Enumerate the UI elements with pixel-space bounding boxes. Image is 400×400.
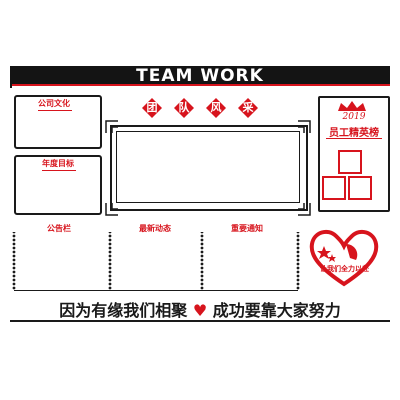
divider-dot [296,286,300,290]
divider-dot [296,258,300,262]
divider-dot [200,234,204,238]
divider-dot [296,274,300,278]
divider-dot [200,278,204,282]
divider-dot [108,262,112,266]
divider-dot [12,262,16,266]
divider-dot [296,270,300,274]
bulletin-label: 公告栏 [47,224,71,233]
divider-dot [296,232,300,234]
divider-dot [12,242,16,246]
divider-dot [12,238,16,242]
divider-dot [200,232,204,234]
employee-title-underline [326,138,382,139]
goal-label-text: 年度目标 [42,159,74,168]
divider-dot [296,282,300,286]
tag-dui: 队 [174,98,194,118]
divider-dot [200,266,204,270]
divider-dot [200,282,204,286]
divider-dot [296,242,300,246]
divider-dot [296,266,300,270]
divider-dot [296,246,300,250]
divider-dot [108,274,112,278]
divider-dot [108,286,112,290]
divider-dot [12,274,16,278]
divider-dot [296,262,300,266]
divider-dot [108,250,112,254]
divider-dot [200,270,204,274]
tag-row: 团 队 风 采 [142,96,272,120]
notice-label: 重要通知 [231,224,263,233]
divider-dot [200,258,204,262]
heart-icon: ♥ [192,301,208,320]
divider-dot [108,246,112,250]
divider-dot [108,258,112,262]
culture-box [14,95,102,149]
news-label: 最新动态 [139,224,171,233]
heart-badge-text: 让我们全力以赴 [320,265,369,273]
employee-year: 2019 [342,112,366,122]
divider-dot [12,270,16,274]
divider-dot [12,254,16,258]
divider-dot [12,232,16,234]
divider-dot [108,232,112,234]
divider-dot [200,274,204,278]
divider-dot [12,258,16,262]
divider-dot [296,234,300,238]
divider-dot [12,234,16,238]
divider-dot [296,250,300,254]
divider-dot [12,250,16,254]
slogan: 因为有缘我们相聚 ♥ 成功要靠大家努力 [10,297,390,321]
goal-label: 年度目标 [42,158,76,171]
divider-dot [200,242,204,246]
divider-dot [108,266,112,270]
center-frame-inner [116,131,300,203]
divider-dot [12,246,16,250]
divider-dot [200,262,204,266]
divider-dot [12,266,16,270]
divider-dot [200,250,204,254]
divider-dot [108,282,112,286]
divider-dot [108,242,112,246]
section-bottom-rule [14,290,298,291]
slogan-left: 因为有缘我们相聚 [59,301,188,320]
crown-icon [338,101,366,111]
employee-photo-1 [338,150,362,174]
divider-dot [200,254,204,258]
divider-dot [108,278,112,282]
divider-dot [108,238,112,242]
banner: TEAM WORK [10,66,390,86]
section-dividers [12,232,300,290]
employee-photo-2 [322,176,346,200]
divider-dot [12,282,16,286]
banner-red-line [10,84,390,86]
employee-title: 员工精英榜 [329,128,379,139]
tag-feng: 风 [206,98,226,118]
divider-dot [296,278,300,282]
divider-dot [296,254,300,258]
slogan-right: 成功要靠大家努力 [212,301,341,320]
tag-tuan: 团 [142,98,162,118]
divider-dot [108,254,112,258]
divider-dot [12,286,16,290]
divider-dot [200,286,204,290]
divider-dot [200,246,204,250]
center-frame [110,125,308,211]
divider-dot [12,278,16,282]
goal-box [14,155,102,215]
divider-dot [108,270,112,274]
divider-dot [200,238,204,242]
tag-cai: 采 [238,98,258,118]
banner-left-rule [10,66,12,88]
divider-dot [296,238,300,242]
employee-panel-border [318,96,390,212]
culture-label: 公司文化 [38,98,72,111]
divider-dot [108,234,112,238]
bottom-bar [10,320,390,322]
heart-badge-icon [309,229,379,287]
culture-label-text: 公司文化 [38,99,70,108]
employee-photo-3 [348,176,372,200]
frame-corner-ornaments [105,120,311,216]
